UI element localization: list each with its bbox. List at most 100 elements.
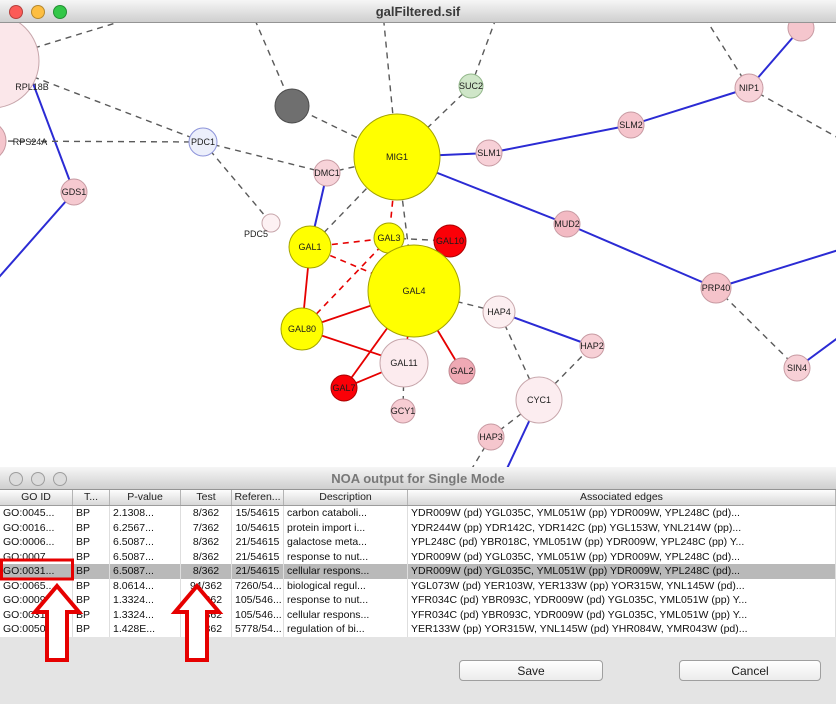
cell-associated_edges: YFR034C (pd) YBR093C, YDR009W (pd) YGL03… [408, 607, 836, 622]
node-GDS1[interactable] [60, 178, 88, 206]
cancel-button[interactable]: Cancel [679, 660, 821, 681]
edge-UNLABELED-MIG1[interactable] [291, 105, 398, 158]
node-GCY1[interactable] [390, 398, 416, 424]
column-header-description[interactable]: Description [284, 490, 408, 505]
node-DMC1[interactable] [313, 159, 341, 187]
cell-reference: 7260/54... [232, 578, 284, 593]
node-GAL80[interactable] [280, 307, 324, 351]
edge-SLM1-SLM2[interactable] [488, 124, 632, 154]
node-GAL1[interactable] [288, 225, 332, 269]
node-label-PDC5: PDC5 [244, 229, 268, 239]
node-GAL11[interactable] [379, 338, 429, 388]
node-HAP3[interactable] [477, 423, 505, 451]
edge-PRP40-offscreen-right[interactable] [715, 244, 836, 289]
edge-PRP40-SIN4[interactable] [715, 287, 798, 369]
cell-reference: 15/54615 [232, 506, 284, 521]
close-button-icon[interactable] [9, 472, 23, 486]
minimize-button-icon[interactable] [31, 5, 45, 19]
node-NIP1[interactable] [734, 73, 764, 103]
node-SLM1[interactable] [475, 139, 503, 167]
node-GAL7[interactable] [330, 374, 358, 402]
node-label-DMC1: DMC1 [314, 168, 340, 178]
zoom-button-icon[interactable] [53, 5, 67, 19]
node-MIG1[interactable] [353, 113, 441, 201]
node-HAP4[interactable] [482, 295, 516, 329]
edge-SUC2-offscreen-top[interactable] [470, 12, 499, 87]
column-header-type[interactable]: T... [73, 490, 110, 505]
cell-go_id: GO:0031... [0, 564, 73, 579]
traffic-lights [9, 472, 67, 486]
cell-type: BP [73, 622, 110, 637]
graph-window-titlebar[interactable]: galFiltered.sif [0, 0, 836, 23]
node-HAP2[interactable] [579, 333, 605, 359]
node-GAL10[interactable] [433, 224, 467, 258]
node-PDC5[interactable] [261, 213, 281, 233]
node-label-SUC2: SUC2 [459, 81, 483, 91]
node-UNLABELED[interactable] [274, 88, 310, 124]
edge-MUD2-PRP40[interactable] [566, 223, 717, 289]
save-button[interactable]: Save [459, 660, 603, 681]
edge-RPS24A-PDC1[interactable] [0, 140, 204, 143]
close-button-icon[interactable] [9, 5, 23, 19]
noa-window-titlebar[interactable]: NOA output for Single Mode [0, 467, 836, 490]
node-GAL4[interactable] [367, 244, 461, 338]
column-header-associated_edges[interactable]: Associated edges [408, 490, 836, 505]
cell-go_id: GO:0009... [0, 593, 73, 608]
edge-PDC1-PDC5[interactable] [202, 141, 272, 224]
edge-NIP1-offscreen-right[interactable] [748, 87, 836, 149]
edge-GDS1-offscreen-left[interactable] [0, 191, 75, 301]
cell-go_id: GO:0007... [0, 549, 73, 564]
cell-reference: 105/546... [232, 593, 284, 608]
edge-GAL1-GAL4[interactable] [309, 246, 415, 292]
minimize-button-icon[interactable] [31, 472, 45, 486]
column-header-test[interactable]: Test [181, 490, 232, 505]
cell-go_id: GO:0031... [0, 607, 73, 622]
node-RPL18B[interactable] [0, 14, 40, 108]
cell-description: carbon cataboli... [284, 506, 408, 521]
edge-SLM2-NIP1[interactable] [630, 87, 750, 126]
node-label-RPS24A: RPS24A [13, 137, 48, 147]
edge-PDC1-DMC1[interactable] [202, 141, 328, 174]
node-CYC1[interactable] [515, 376, 563, 424]
node-SLM2[interactable] [617, 111, 645, 139]
node-PDC1[interactable] [188, 127, 218, 157]
zoom-button-icon[interactable] [53, 472, 67, 486]
node-RPS24A[interactable] [0, 121, 7, 161]
node-SUC2[interactable] [458, 73, 484, 99]
column-header-reference[interactable]: Referen... [232, 490, 284, 505]
cell-go_id: GO:0006... [0, 535, 73, 550]
node-label-HAP4: HAP4 [487, 307, 511, 317]
cell-p_value: 2.1308... [110, 506, 181, 521]
edge-HAP4-HAP2[interactable] [498, 311, 593, 347]
cell-associated_edges: YDR009W (pd) YGL035C, YML051W (pp) YDR00… [408, 549, 836, 564]
column-header-p_value[interactable]: P-value [110, 490, 181, 505]
cell-test: 80/362 [181, 622, 232, 637]
cell-p_value: 6.5087... [110, 564, 181, 579]
node-label-GAL80: GAL80 [288, 324, 316, 334]
cell-go_id: GO:0016... [0, 520, 73, 535]
edge-NIP1-offscreen-top[interactable] [701, 12, 750, 89]
node-GAL2[interactable] [448, 357, 476, 385]
node-label-GAL11: GAL11 [390, 358, 417, 368]
cell-type: BP [73, 506, 110, 521]
cell-type: BP [73, 520, 110, 535]
column-header-go_id[interactable]: GO ID [0, 490, 73, 505]
cell-associated_edges: YGL073W (pd) YER103W, YER133W (pp) YOR31… [408, 578, 836, 593]
node-SIN4[interactable] [783, 354, 811, 382]
node-label-GAL4: GAL4 [402, 286, 425, 296]
cell-p_value: 6.5087... [110, 535, 181, 550]
node-PRP40[interactable] [700, 272, 732, 304]
node-MUD2[interactable] [553, 210, 581, 238]
network-svg[interactable]: RPL18BRPS24AGDS1PDC1DMC1MIG1SUC2SLM1SLM2… [0, 12, 836, 476]
